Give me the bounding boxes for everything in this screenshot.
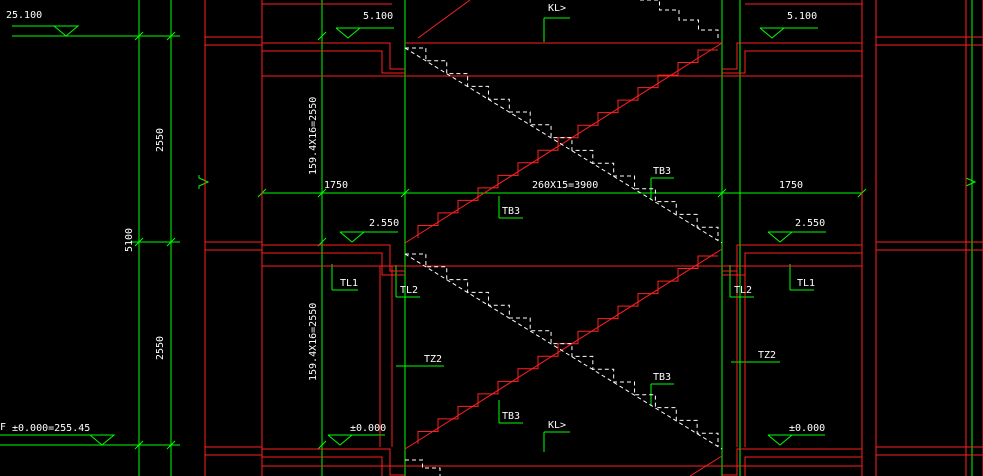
dim-flight-upper: 159.4X16=2550 bbox=[308, 97, 319, 175]
label-tz2-right: TZ2 bbox=[758, 350, 776, 361]
beam-line bbox=[261, 252, 392, 267]
elevation-marker bbox=[767, 231, 794, 243]
label-tl1-left: TL1 bbox=[340, 278, 358, 289]
label-tb3-d: TB3 bbox=[502, 411, 520, 422]
break-symbol bbox=[198, 175, 210, 189]
landing-slab bbox=[262, 244, 405, 272]
label-tl1-right: TL1 bbox=[797, 278, 815, 289]
dim-landing-right: 1750 bbox=[779, 180, 803, 191]
dimension-tick bbox=[717, 188, 727, 198]
dim-vertical-lower: 2550 bbox=[155, 336, 166, 360]
elev-top-left: 25.100 bbox=[6, 10, 42, 21]
landing-slab bbox=[744, 456, 862, 476]
dim-vertical-upper: 2550 bbox=[155, 128, 166, 152]
stair-flight-up bbox=[417, 49, 718, 238]
landing-slab bbox=[262, 42, 405, 70]
landing-slab bbox=[722, 252, 862, 276]
stair-flight-up bbox=[689, 455, 723, 476]
stair-flight-up bbox=[417, 255, 718, 444]
stair-flight-up bbox=[417, 0, 471, 39]
elev-top-mid-left: 5.100 bbox=[363, 11, 393, 22]
break-symbol bbox=[965, 175, 977, 189]
elevation-marker bbox=[767, 434, 794, 446]
stair-soffit-hidden bbox=[404, 253, 723, 450]
label-tb3-b: TB3 bbox=[502, 206, 520, 217]
landing-slab bbox=[722, 244, 862, 272]
elev-bot-right: ±0.000 bbox=[789, 423, 825, 434]
dimension-tick bbox=[134, 31, 144, 41]
elevation-marker bbox=[53, 25, 80, 37]
dimension-tick bbox=[134, 440, 144, 450]
landing-slab bbox=[262, 252, 405, 276]
landing-slab bbox=[262, 50, 405, 74]
landing-slab bbox=[722, 50, 862, 74]
landing-slab bbox=[722, 42, 862, 70]
label-tb3-a: TB3 bbox=[653, 166, 671, 177]
elev-bot-far-left: ±0.000=255.45 bbox=[12, 423, 90, 434]
elev-mid-left: 2.550 bbox=[369, 218, 399, 229]
dimension-tick bbox=[166, 237, 176, 247]
dimension-tick bbox=[317, 440, 327, 450]
label-tz2-left: TZ2 bbox=[424, 354, 442, 365]
elevation-marker bbox=[339, 231, 366, 243]
stair-soffit-hidden bbox=[404, 47, 723, 244]
elev-bot-left: ±0.000 bbox=[350, 423, 386, 434]
stair-flight-hidden bbox=[405, 459, 441, 476]
elev-top-mid-right: 5.100 bbox=[787, 11, 817, 22]
dimension-tick bbox=[166, 31, 176, 41]
elev-mid-right: 2.550 bbox=[795, 218, 825, 229]
label-kl-bot: KL> bbox=[548, 420, 566, 431]
dim-run: 260X15=3900 bbox=[532, 180, 598, 191]
elevation-marker bbox=[335, 27, 362, 39]
dim-landing-left: 1750 bbox=[324, 180, 348, 191]
dimension-tick bbox=[166, 440, 176, 450]
landing-slab bbox=[722, 448, 862, 476]
dimension-tick bbox=[317, 188, 327, 198]
elev-bot-far-left-prefix: F bbox=[0, 422, 6, 433]
dimension-tick bbox=[134, 237, 144, 247]
dim-flight-lower: 159.4X16=2550 bbox=[308, 303, 319, 381]
beam-line bbox=[737, 252, 863, 267]
stair-flight-hidden bbox=[640, 0, 719, 40]
label-tl2-left: TL2 bbox=[400, 285, 418, 296]
elevation-marker bbox=[89, 434, 116, 446]
landing-slab bbox=[262, 456, 383, 476]
landing-slab bbox=[262, 448, 405, 476]
dimension-tick bbox=[400, 188, 410, 198]
elevation-marker bbox=[327, 434, 354, 446]
label-tb3-c: TB3 bbox=[653, 372, 671, 383]
dim-vertical-total: 5100 bbox=[124, 228, 135, 252]
elevation-marker bbox=[759, 27, 786, 39]
label-kl-top: KL> bbox=[548, 3, 566, 14]
dimension-tick bbox=[317, 31, 327, 41]
label-tl2-right: TL2 bbox=[734, 285, 752, 296]
